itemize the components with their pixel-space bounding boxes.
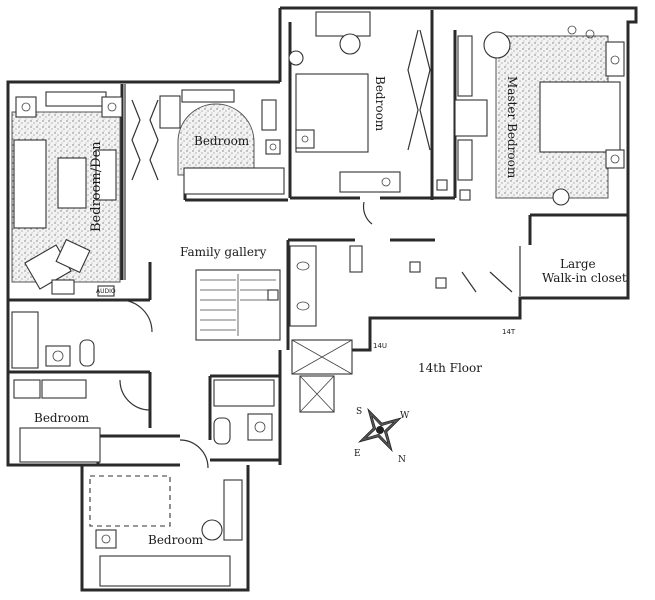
- floor-label: 14th Floor: [418, 361, 482, 375]
- room-label-walkin-line1: Large: [560, 257, 596, 271]
- room-label-bedroom-center: Bedroom: [373, 76, 387, 132]
- furniture: [11, 11, 625, 587]
- room-label-master-bedroom: Master Bedroom: [505, 76, 519, 179]
- compass-label-e: E: [354, 449, 361, 459]
- room-label-bedroom-bottom: Bedroom: [148, 533, 204, 547]
- room-label-walkin-line2: Walk-in closet: [542, 271, 627, 285]
- unit-tag-14u: 14U: [373, 342, 387, 350]
- compass-label-n: N: [398, 455, 406, 465]
- room-label-family-gallery: Family gallery: [180, 245, 267, 259]
- compass-label-w: W: [400, 411, 410, 421]
- room-label-bedroom-den: Bedroom/Den: [89, 141, 104, 232]
- compass-label-s: S: [356, 407, 362, 417]
- unit-tag-14t: 14T: [502, 328, 516, 336]
- audio-tag: AUDIO: [96, 288, 116, 295]
- room-label-bedroom-small: Bedroom: [194, 134, 250, 148]
- compass-rose-icon: [357, 407, 403, 453]
- room-label-bedroom-left: Bedroom: [34, 411, 90, 425]
- outer-walls: [6, 6, 638, 592]
